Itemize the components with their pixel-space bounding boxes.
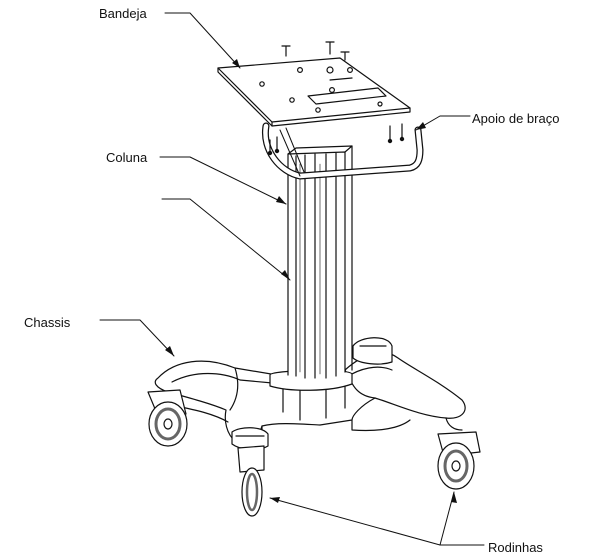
caster-front	[237, 445, 265, 517]
caster-right	[437, 431, 481, 490]
label-chassis: Chassis	[24, 315, 71, 330]
column	[269, 145, 353, 391]
label-casters: Rodinhas	[488, 540, 543, 555]
label-column: Coluna	[106, 150, 148, 165]
label-tray: Bandeja	[99, 6, 147, 21]
leader-lines	[99, 12, 485, 546]
leader-arrowheads	[165, 59, 457, 503]
label-arm-rest: Apoio de braço	[472, 111, 560, 126]
tray	[217, 41, 411, 127]
caster-left	[147, 389, 188, 447]
arm-rest	[261, 122, 424, 180]
